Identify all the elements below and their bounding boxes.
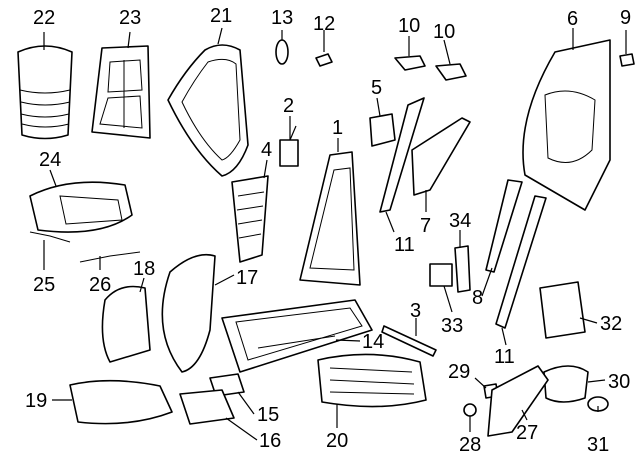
part-2-motor	[279, 125, 299, 167]
part-1-seat-frame	[221, 151, 373, 373]
part-7-side-trim	[411, 117, 471, 196]
part-11-upper-rail	[379, 97, 425, 213]
callout-18: 18	[133, 258, 155, 280]
part-21-backrest-cushion	[167, 44, 249, 177]
part-23-backrest-pad	[91, 45, 151, 139]
part-34-bracket	[454, 245, 471, 293]
part-14-rail	[257, 335, 336, 349]
part-33-relay	[429, 263, 453, 287]
callout-30: 30	[608, 371, 630, 393]
callout-12: 12	[313, 13, 335, 35]
callout-27: 27	[516, 422, 538, 444]
callout-9: 9	[620, 7, 631, 29]
callout-26: 26	[89, 274, 111, 296]
leader-lines	[43, 27, 627, 441]
part-19-seat-pad	[69, 379, 173, 425]
callout-7: 7	[420, 215, 431, 237]
callout-20: 20	[326, 430, 348, 452]
part-12-knob	[315, 53, 333, 67]
part-5-module	[369, 113, 396, 147]
part-11-lower-rail	[495, 195, 547, 329]
callout-10-second: 10	[433, 21, 455, 43]
callout-32: 32	[600, 313, 622, 335]
callout-1: 1	[332, 117, 343, 139]
part-3-rod	[381, 325, 437, 357]
part-30-switch	[543, 365, 589, 403]
callout-29: 29	[448, 361, 470, 383]
part-24-seat-cover	[29, 181, 133, 233]
part-8-rail	[485, 179, 523, 273]
part-10-bracket-right	[435, 63, 467, 81]
callout-8: 8	[472, 287, 483, 309]
callout-28: 28	[459, 434, 481, 456]
callout-13: 13	[271, 7, 293, 29]
callout-19: 19	[25, 390, 47, 412]
callout-23: 23	[119, 7, 141, 29]
part-6-backrest-shell	[522, 39, 611, 211]
callout-3: 3	[410, 300, 421, 322]
callout-17: 17	[236, 267, 258, 289]
callout-11-second: 11	[494, 346, 515, 368]
part-26-harness	[79, 251, 141, 263]
callout-22: 22	[33, 7, 55, 29]
callout-24: 24	[39, 149, 61, 171]
part-27-trim	[487, 365, 549, 437]
callout-31: 31	[587, 434, 609, 456]
callout-2: 2	[283, 95, 294, 117]
callout-33: 33	[441, 315, 463, 337]
callout-5: 5	[371, 77, 382, 99]
part-17-side-bolster	[161, 253, 216, 373]
callout-6: 6	[567, 8, 578, 30]
part-9-clip	[619, 53, 635, 67]
callout-25: 25	[33, 274, 55, 296]
part-4-lumbar-support	[231, 175, 269, 263]
part-22-backrest-cover	[17, 45, 73, 140]
part-25-harness	[29, 231, 71, 243]
part-28-screw	[463, 403, 477, 417]
callout-16: 16	[259, 430, 281, 452]
part-13-clip	[275, 39, 289, 65]
part-32-control-unit	[539, 281, 586, 339]
callout-21: 21	[210, 5, 232, 27]
callout-34: 34	[449, 210, 471, 232]
part-10-bracket-left	[394, 55, 426, 71]
callout-10: 10	[398, 15, 420, 37]
callout-14: 14	[362, 331, 384, 353]
callout-4: 4	[261, 139, 272, 161]
callout-15: 15	[257, 404, 279, 426]
callout-11: 11	[394, 234, 415, 256]
part-18-seat-bolster	[101, 285, 151, 363]
part-20-seat-pan	[317, 353, 427, 408]
part-16-mechanism	[179, 389, 235, 425]
